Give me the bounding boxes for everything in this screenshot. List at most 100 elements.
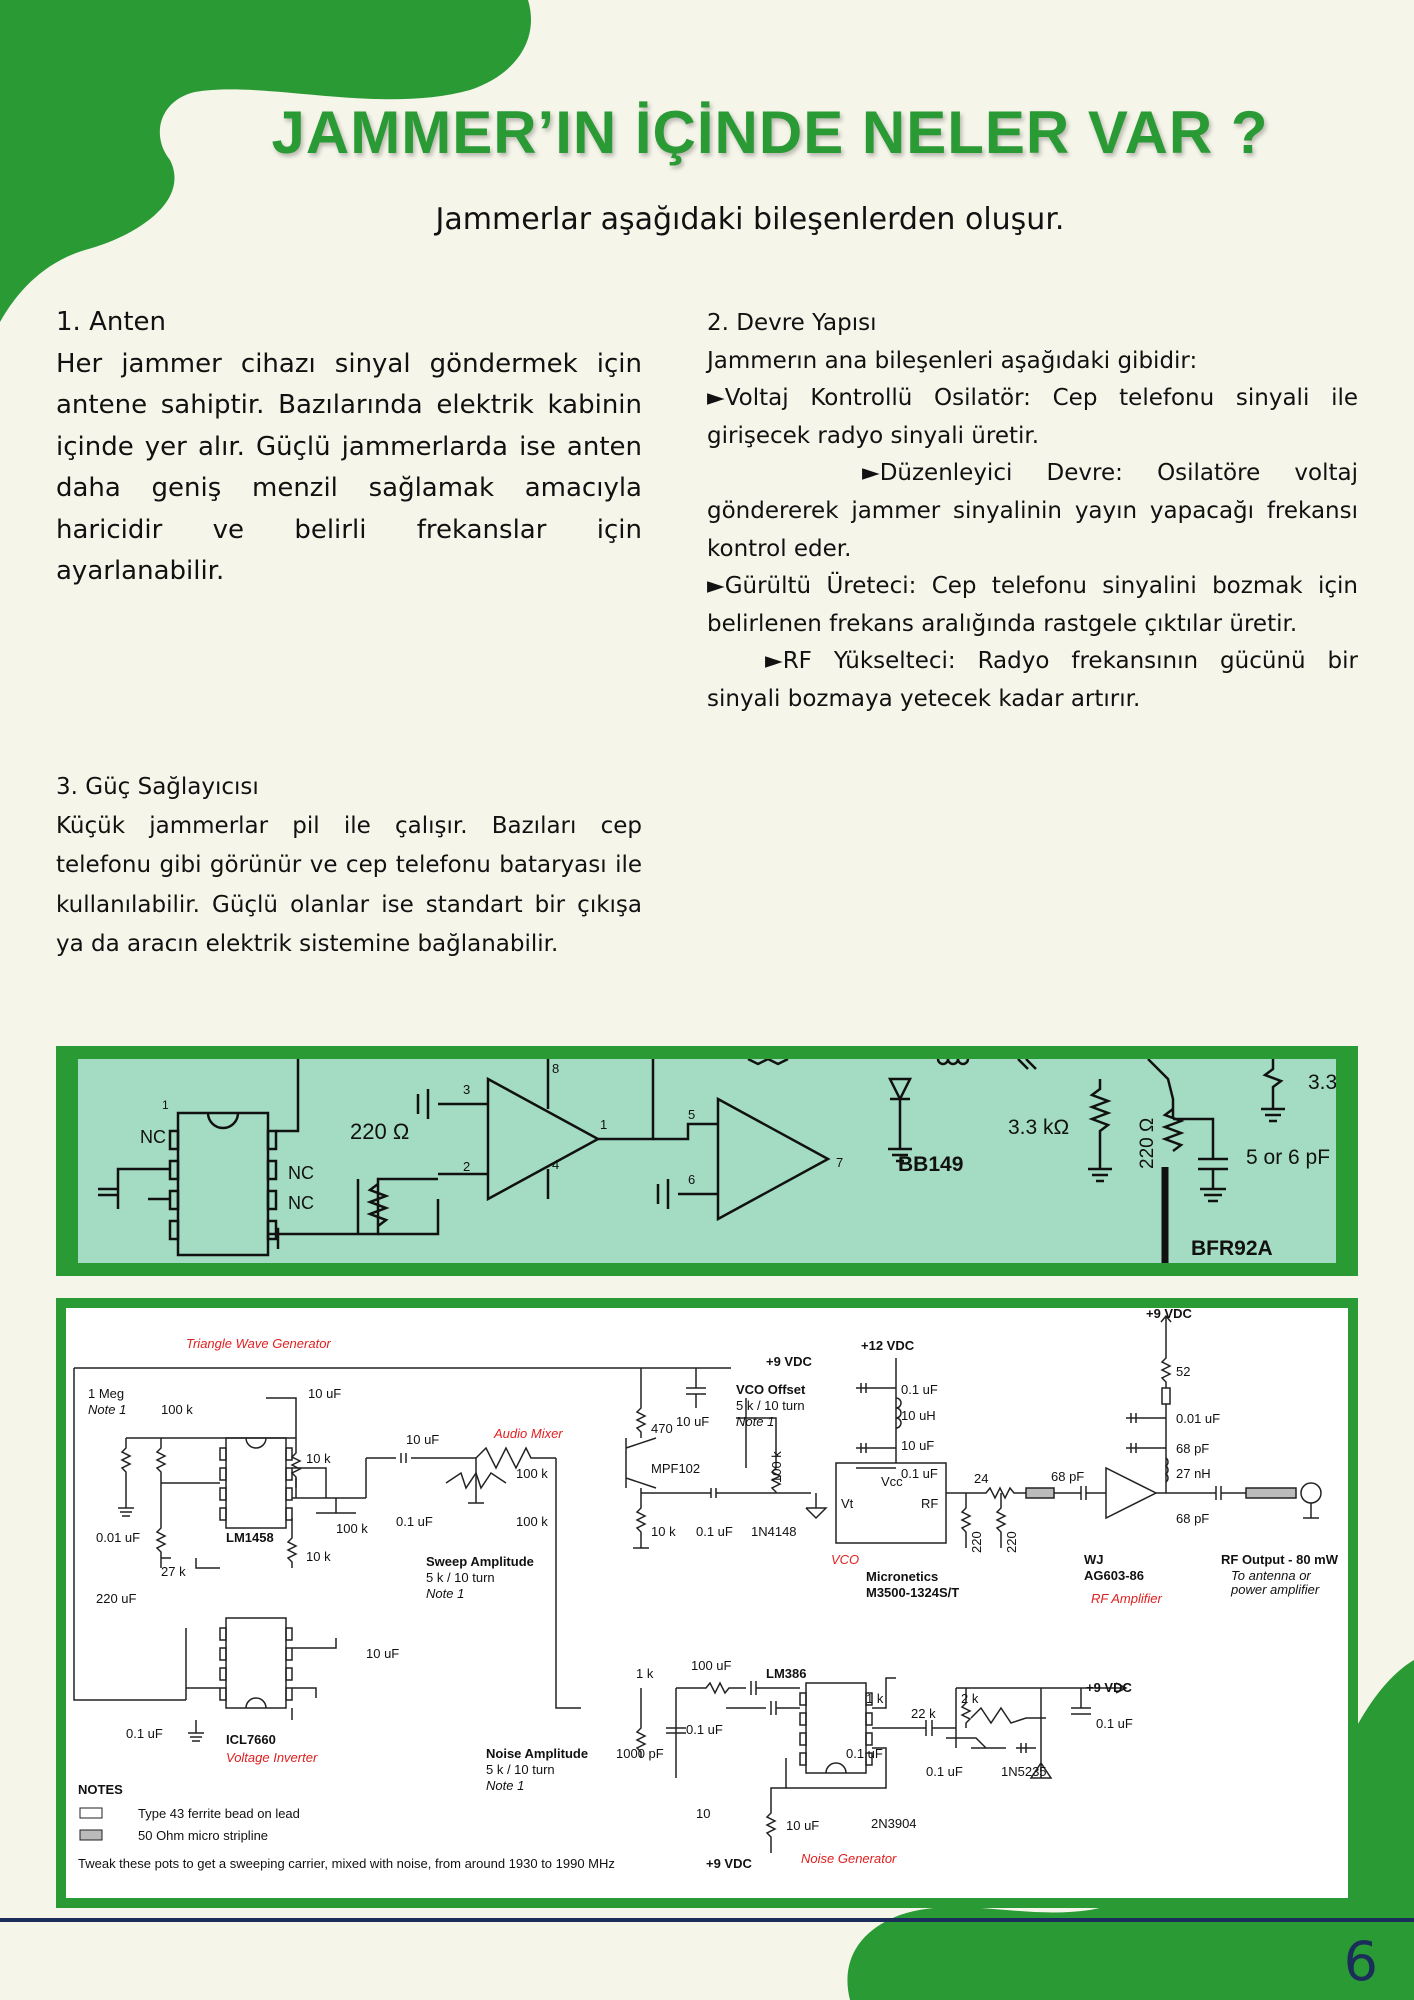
label-m3500: M3500-1324S/T — [866, 1585, 959, 1600]
label-r470: 470 — [651, 1421, 673, 1436]
ferrite-legend-icon — [79, 1807, 103, 1819]
label-noisegen: Noise Generator — [801, 1851, 897, 1866]
label-vcc: Vcc — [881, 1474, 903, 1489]
label-mixer: Audio Mixer — [493, 1426, 563, 1441]
label-pf68c: 68 pF — [1176, 1511, 1209, 1526]
label-noise: Noise Amplitude — [486, 1746, 588, 1761]
label-r33: 3.3 — [1308, 1071, 1336, 1094]
label-turn1: 5 k / 10 turn — [426, 1570, 495, 1585]
label-micro: Micronetics — [866, 1569, 938, 1584]
label-bfr92a: BFR92A — [1191, 1237, 1273, 1260]
circuit-item-tuning: ►Düzenleyici Devre: Osilatöre voltaj gön… — [707, 460, 1358, 562]
label-uf01e: 0.1 uF — [901, 1466, 938, 1481]
section-circuit-intro: Jammerın ana bileşenleri aşağıdaki gibid… — [707, 347, 1198, 374]
label-k2: 2 k — [961, 1691, 979, 1706]
label-r10: 10 — [696, 1806, 710, 1821]
label-n4148: 1N4148 — [751, 1524, 797, 1539]
label-turn3: 5 k / 10 turn — [486, 1762, 555, 1777]
label-pf68b: 68 pF — [1176, 1441, 1209, 1456]
label-k10c: 10 k — [651, 1524, 676, 1539]
label-uf220: 220 uF — [96, 1591, 137, 1606]
label-rfamp: RF Amplifier — [1091, 1591, 1162, 1606]
label-pf68a: 68 pF — [1051, 1469, 1084, 1484]
section-antenna-heading: 1. Anten — [56, 307, 167, 337]
label-uf10c: 10 uF — [406, 1432, 439, 1447]
footer-rule — [0, 1918, 1414, 1922]
label-r220: 220 Ω — [350, 1119, 409, 1144]
label-p2: 2 — [463, 1159, 470, 1174]
label-vdc9a: +9 VDC — [766, 1354, 812, 1369]
label-r220a: 220 — [969, 1531, 984, 1553]
label-k1a: 1 k — [636, 1666, 654, 1681]
circuit-item-noise: ►Gürültü Üreteci: Cep telefonu sinyalini… — [707, 573, 1358, 637]
label-k22: 22 k — [911, 1706, 936, 1721]
lm386-chip — [805, 1682, 867, 1774]
icl7660-chip — [225, 1617, 287, 1709]
label-rfout: RF Output - 80 mW — [1221, 1552, 1339, 1567]
schematic-top-bg — [78, 1059, 1336, 1263]
label-ferrite: Type 43 ferrite bead on lead — [138, 1806, 300, 1821]
opamp-1 — [486, 1076, 601, 1202]
label-uf01h: 0.1 uF — [846, 1746, 883, 1761]
label-p4: 4 — [552, 1157, 559, 1172]
label-vdc12: +12 VDC — [861, 1338, 915, 1353]
schematic-bottom-bg — [66, 1308, 1348, 1898]
circuit-item-vco: ►Voltaj Kontrollü Osilatör: Cep telefonu… — [707, 385, 1358, 449]
label-r33k: 3.3 kΩ — [1008, 1116, 1069, 1139]
label-note1d: Note 1 — [486, 1778, 524, 1793]
section-circuit-heading: 2. Devre Yapısı — [707, 310, 877, 336]
label-icl7660: ICL7660 — [226, 1732, 276, 1747]
varactor-diode — [887, 1077, 913, 1102]
label-bb149: BB149 — [898, 1153, 963, 1176]
rf-amplifier — [1105, 1466, 1158, 1520]
label-k10b: 10 k — [306, 1549, 331, 1564]
label-note1c: Note 1 — [736, 1414, 774, 1429]
label-uf01i: 0.1 uF — [926, 1764, 963, 1779]
label-r52: 52 — [1176, 1364, 1190, 1379]
label-c56: 5 or 6 pF — [1246, 1146, 1330, 1169]
label-k100d: 100 k — [516, 1514, 548, 1529]
label-p6: 6 — [688, 1172, 695, 1187]
label-uh10: 10 uH — [901, 1408, 936, 1423]
label-uf001: 0.01 uF — [96, 1530, 140, 1545]
label-uf01g: 0.1 uF — [1096, 1716, 1133, 1731]
label-k100b: 100 k — [336, 1521, 368, 1536]
label-strip: 50 Ohm micro stripline — [138, 1828, 268, 1843]
label-n3904: 2N3904 — [871, 1816, 917, 1831]
section-antenna: 1. Anten Her jammer cihazı sinyal gönder… — [56, 302, 642, 593]
label-nc3: NC — [288, 1193, 314, 1213]
label-uf10a: 10 uF — [308, 1386, 341, 1401]
label-uf01b: 0.1 uF — [396, 1514, 433, 1529]
label-r220b: 220 — [1004, 1531, 1019, 1553]
ic-chip — [176, 1111, 270, 1257]
opamp-2 — [716, 1096, 831, 1222]
label-rf: RF — [921, 1496, 938, 1511]
label-vco: VCO — [831, 1552, 859, 1567]
label-tweak: Tweak these pots to get a sweeping carri… — [78, 1856, 615, 1871]
label-lm1458: LM1458 — [226, 1530, 274, 1545]
label-note1b: Note 1 — [426, 1586, 464, 1601]
top-left-blob — [0, 0, 531, 322]
section-power-body: Küçük jammerlar pil ile çalışır. Bazılar… — [56, 813, 642, 957]
label-nc1: NC — [140, 1127, 166, 1147]
label-vinv: Voltage Inverter — [226, 1750, 318, 1765]
label-vt: Vt — [841, 1496, 854, 1511]
label-poweramp: power amplifier — [1230, 1582, 1320, 1597]
label-k100a: 100 k — [161, 1402, 193, 1417]
section-power: 3. Güç Sağlayıcısı Küçük jammerlar pil i… — [56, 768, 642, 964]
label-vdc9d: +9 VDC — [1086, 1680, 1132, 1695]
label-uf01a: 0.1 uF — [126, 1726, 163, 1741]
label-vdc9b: +9 VDC — [1146, 1308, 1192, 1321]
bottom-right-blob — [847, 1660, 1414, 2000]
schematic-top: NC 1 NC NC 220 Ω 3 2 8 4 1 5 6 7 BB149 3… — [78, 1059, 1336, 1263]
label-pf1000: 1000 pF — [616, 1746, 664, 1761]
stripline-legend-icon — [79, 1829, 103, 1841]
label-uf01d: 0.1 uF — [901, 1382, 938, 1397]
label-sweep: Sweep Amplitude — [426, 1554, 534, 1569]
label-r24: 24 — [974, 1471, 988, 1486]
label-notes: NOTES — [78, 1782, 123, 1797]
label-r220v: 220 Ω — [1137, 1118, 1158, 1169]
section-antenna-body: Her jammer cihazı sinyal göndermek için … — [56, 348, 642, 587]
label-turn2: 5 k / 10 turn — [736, 1398, 805, 1413]
label-uf001b: 0.01 uF — [1176, 1411, 1220, 1426]
